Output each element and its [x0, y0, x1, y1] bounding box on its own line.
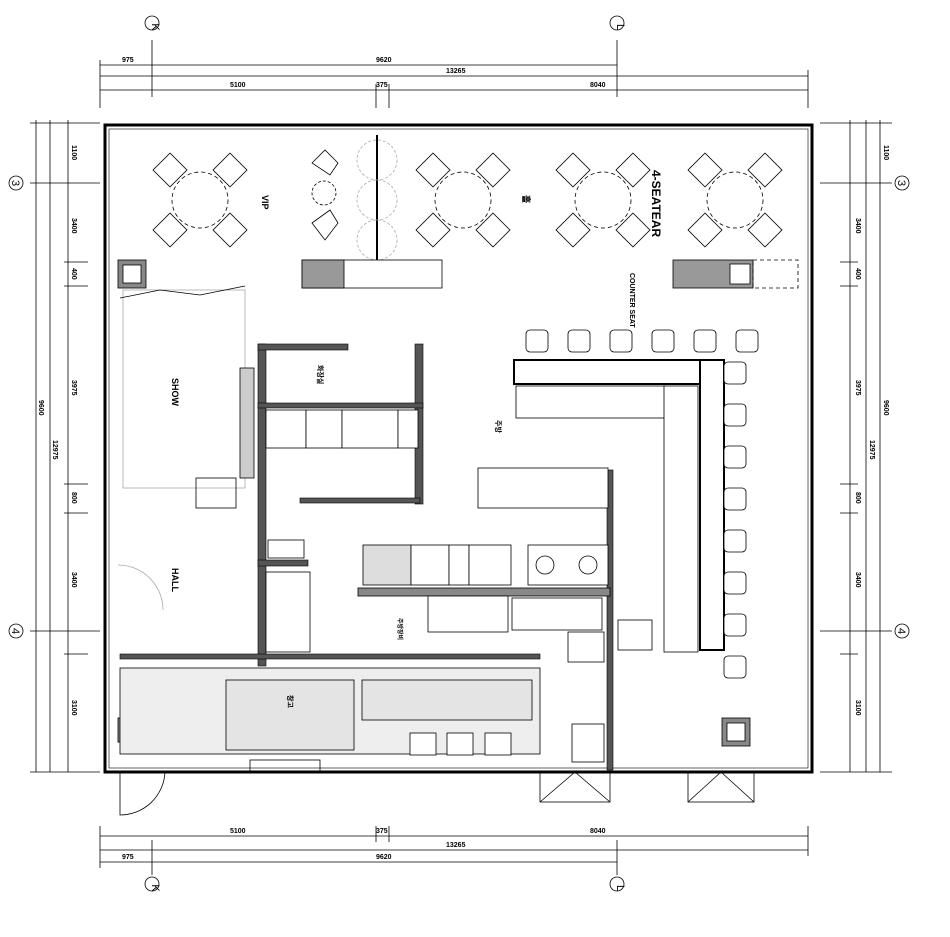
label-four-seat: 4-SEATEAR: [649, 170, 663, 237]
dim-bottom-b: 9620: [376, 854, 392, 861]
round-table: [171, 171, 229, 229]
dim-left-grid: 9600: [37, 400, 44, 416]
dim-top-a: 975: [122, 57, 134, 64]
dim-right-grid: 9600: [882, 400, 889, 416]
dim-right-total: 12975: [868, 440, 875, 460]
dining-tables: [152, 152, 783, 248]
bottom-dimensions: [99, 826, 809, 875]
dim-left-total: 12975: [51, 440, 58, 460]
dim-bottom-e: 8040: [590, 828, 606, 835]
grid-label-3-right: 3: [895, 180, 907, 186]
counter-stool: [723, 655, 747, 679]
dim-right-s5: 800: [854, 492, 861, 504]
top-dimensions: [99, 40, 809, 108]
chair: [415, 152, 451, 188]
chair: [615, 152, 651, 188]
dim-top-d: 375: [376, 82, 388, 89]
round-table: [574, 171, 632, 229]
label-hall: HALL: [170, 568, 180, 592]
chair: [747, 212, 783, 248]
grid-label-l-top: L: [614, 24, 626, 30]
dim-right-s4: 3975: [854, 380, 861, 396]
storage-area: [119, 667, 605, 763]
grid-label-3-left: 3: [9, 180, 21, 186]
chair: [475, 152, 511, 188]
chair: [747, 152, 783, 188]
chair: [415, 212, 451, 248]
dim-bottom-a: 975: [122, 854, 134, 861]
counter-stool: [723, 403, 747, 427]
label-restroom: 화장실: [316, 365, 325, 384]
chair: [212, 152, 248, 188]
counter-stool: [651, 329, 675, 353]
round-table: [706, 171, 764, 229]
dim-left-s3: 400: [70, 268, 77, 280]
right-dimensions: [820, 120, 892, 773]
label-prep: 주방장비: [396, 618, 404, 640]
chair: [152, 152, 188, 188]
left-dimensions: [30, 120, 100, 773]
grid-bubbles: [8, 15, 910, 892]
counter-stools: [525, 329, 759, 679]
dim-right-s1: 1100: [882, 145, 889, 160]
counter-stool: [693, 329, 717, 353]
counter-stool: [723, 613, 747, 637]
chair: [152, 212, 188, 248]
dim-right-s6: 3400: [854, 572, 861, 588]
chair: [615, 212, 651, 248]
chair: [475, 212, 511, 248]
dim-left-s4: 3975: [70, 380, 77, 396]
dim-right-s3: 400: [854, 268, 861, 280]
kitchen-equipment: [265, 359, 725, 663]
counter-stool: [735, 329, 759, 353]
counter-stool: [723, 571, 747, 595]
dim-left-s6: 3400: [70, 572, 77, 588]
round-table: [434, 171, 492, 229]
doors: [117, 564, 755, 816]
grid-label-l-bottom: L: [614, 885, 626, 891]
chair: [212, 212, 248, 248]
dim-top-c: 5100: [230, 82, 246, 89]
dim-top-e: 8040: [590, 82, 606, 89]
label-hall-kr: 홀: [521, 195, 532, 203]
show-area: [119, 285, 255, 509]
dim-top-b: 9620: [376, 57, 392, 64]
label-vip: VIP: [260, 195, 270, 210]
counter-stool: [723, 529, 747, 553]
grid-label-k-bottom: K: [149, 884, 161, 892]
dim-top-total: 13265: [446, 68, 466, 75]
chair: [687, 212, 723, 248]
counter-stool: [525, 329, 549, 353]
counter-stool: [723, 361, 747, 385]
grid-label-4-left: 4: [9, 628, 21, 634]
interior-walls: [119, 343, 614, 771]
dim-bottom-d: 375: [376, 828, 388, 835]
counter-stool: [567, 329, 591, 353]
dim-right-s2: 3400: [854, 218, 861, 234]
grid-label-4-right: 4: [895, 628, 907, 634]
dim-left-s7: 3100: [70, 700, 77, 716]
chair: [555, 212, 591, 248]
chair: [555, 152, 591, 188]
left-dim-texts: 1100 3400 400 3975 800 3400 3100 9600 12…: [37, 145, 889, 716]
exterior-walls: [103, 123, 814, 774]
grid-label-k-top: K: [149, 23, 161, 31]
vip-partition: [311, 135, 398, 262]
dim-bottom-total: 13265: [446, 842, 466, 849]
chair: [687, 152, 723, 188]
dim-right-s7: 3100: [854, 700, 861, 716]
service-stations: [117, 259, 799, 747]
label-show: SHOW: [170, 378, 180, 407]
dim-left-s2: 3400: [70, 218, 77, 234]
dim-left-s1: 1100: [70, 145, 77, 160]
dim-left-s5: 800: [70, 492, 77, 504]
counter-stool: [609, 329, 633, 353]
counter-stool: [723, 487, 747, 511]
dim-bottom-c: 5100: [230, 828, 246, 835]
label-storage: 창고: [286, 695, 295, 708]
label-kitchen: 주방: [494, 420, 503, 433]
label-counter-seat: COUNTER SEAT: [628, 273, 635, 328]
counter-stool: [723, 445, 747, 469]
